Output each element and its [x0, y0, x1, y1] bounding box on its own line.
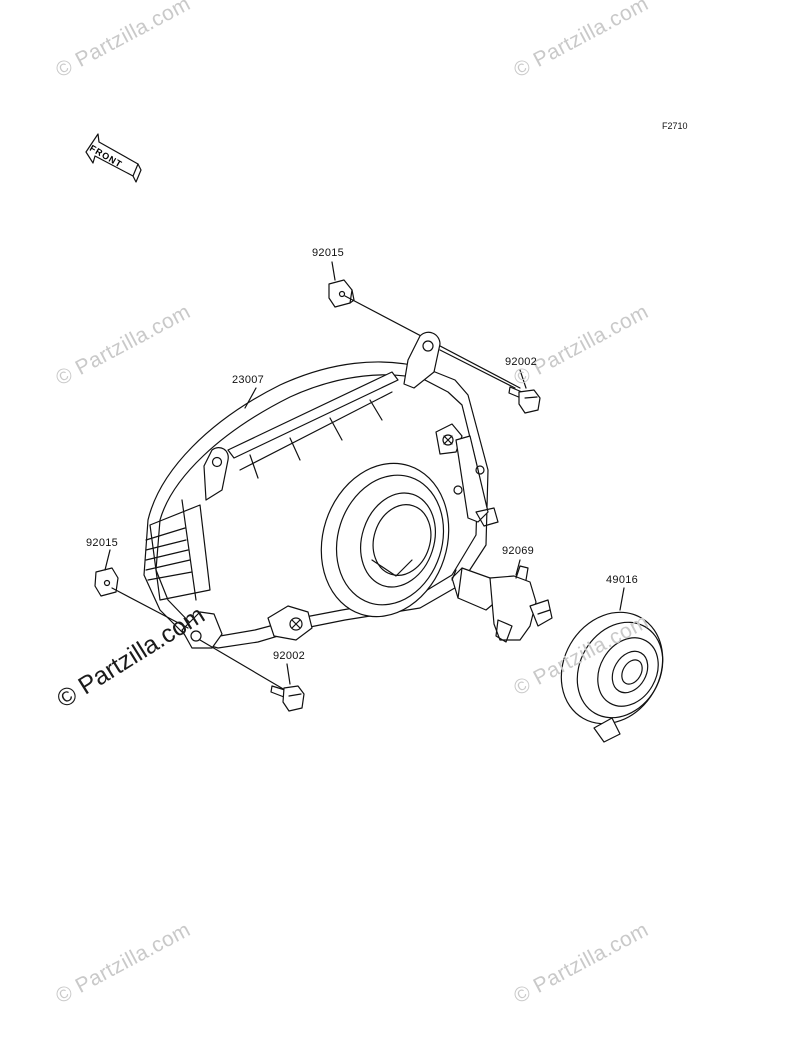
bracket-top — [328, 279, 355, 308]
bolt-bottom — [270, 685, 305, 712]
front-arrow-icon — [85, 133, 142, 183]
callout-bracket-left: 92015 — [86, 537, 119, 549]
callout-bracket-top: 92015 — [312, 247, 345, 259]
callout-bolt-top: 92002 — [505, 356, 538, 368]
diagram-code: F2710 — [662, 121, 688, 131]
headlight-housing — [143, 331, 499, 649]
callout-cover: 49016 — [606, 574, 639, 586]
bulb — [451, 565, 553, 643]
leader-top-bolt — [439, 349, 516, 389]
callout-bolt-bottom: 92002 — [273, 650, 306, 662]
leader-left — [111, 587, 189, 629]
callout-bulb: 92069 — [502, 545, 535, 557]
callout-headlight: 23007 — [232, 374, 265, 386]
bolt-top — [508, 386, 541, 414]
bracket-left — [94, 567, 119, 597]
cover — [560, 611, 664, 743]
leader-bottom — [199, 639, 286, 691]
